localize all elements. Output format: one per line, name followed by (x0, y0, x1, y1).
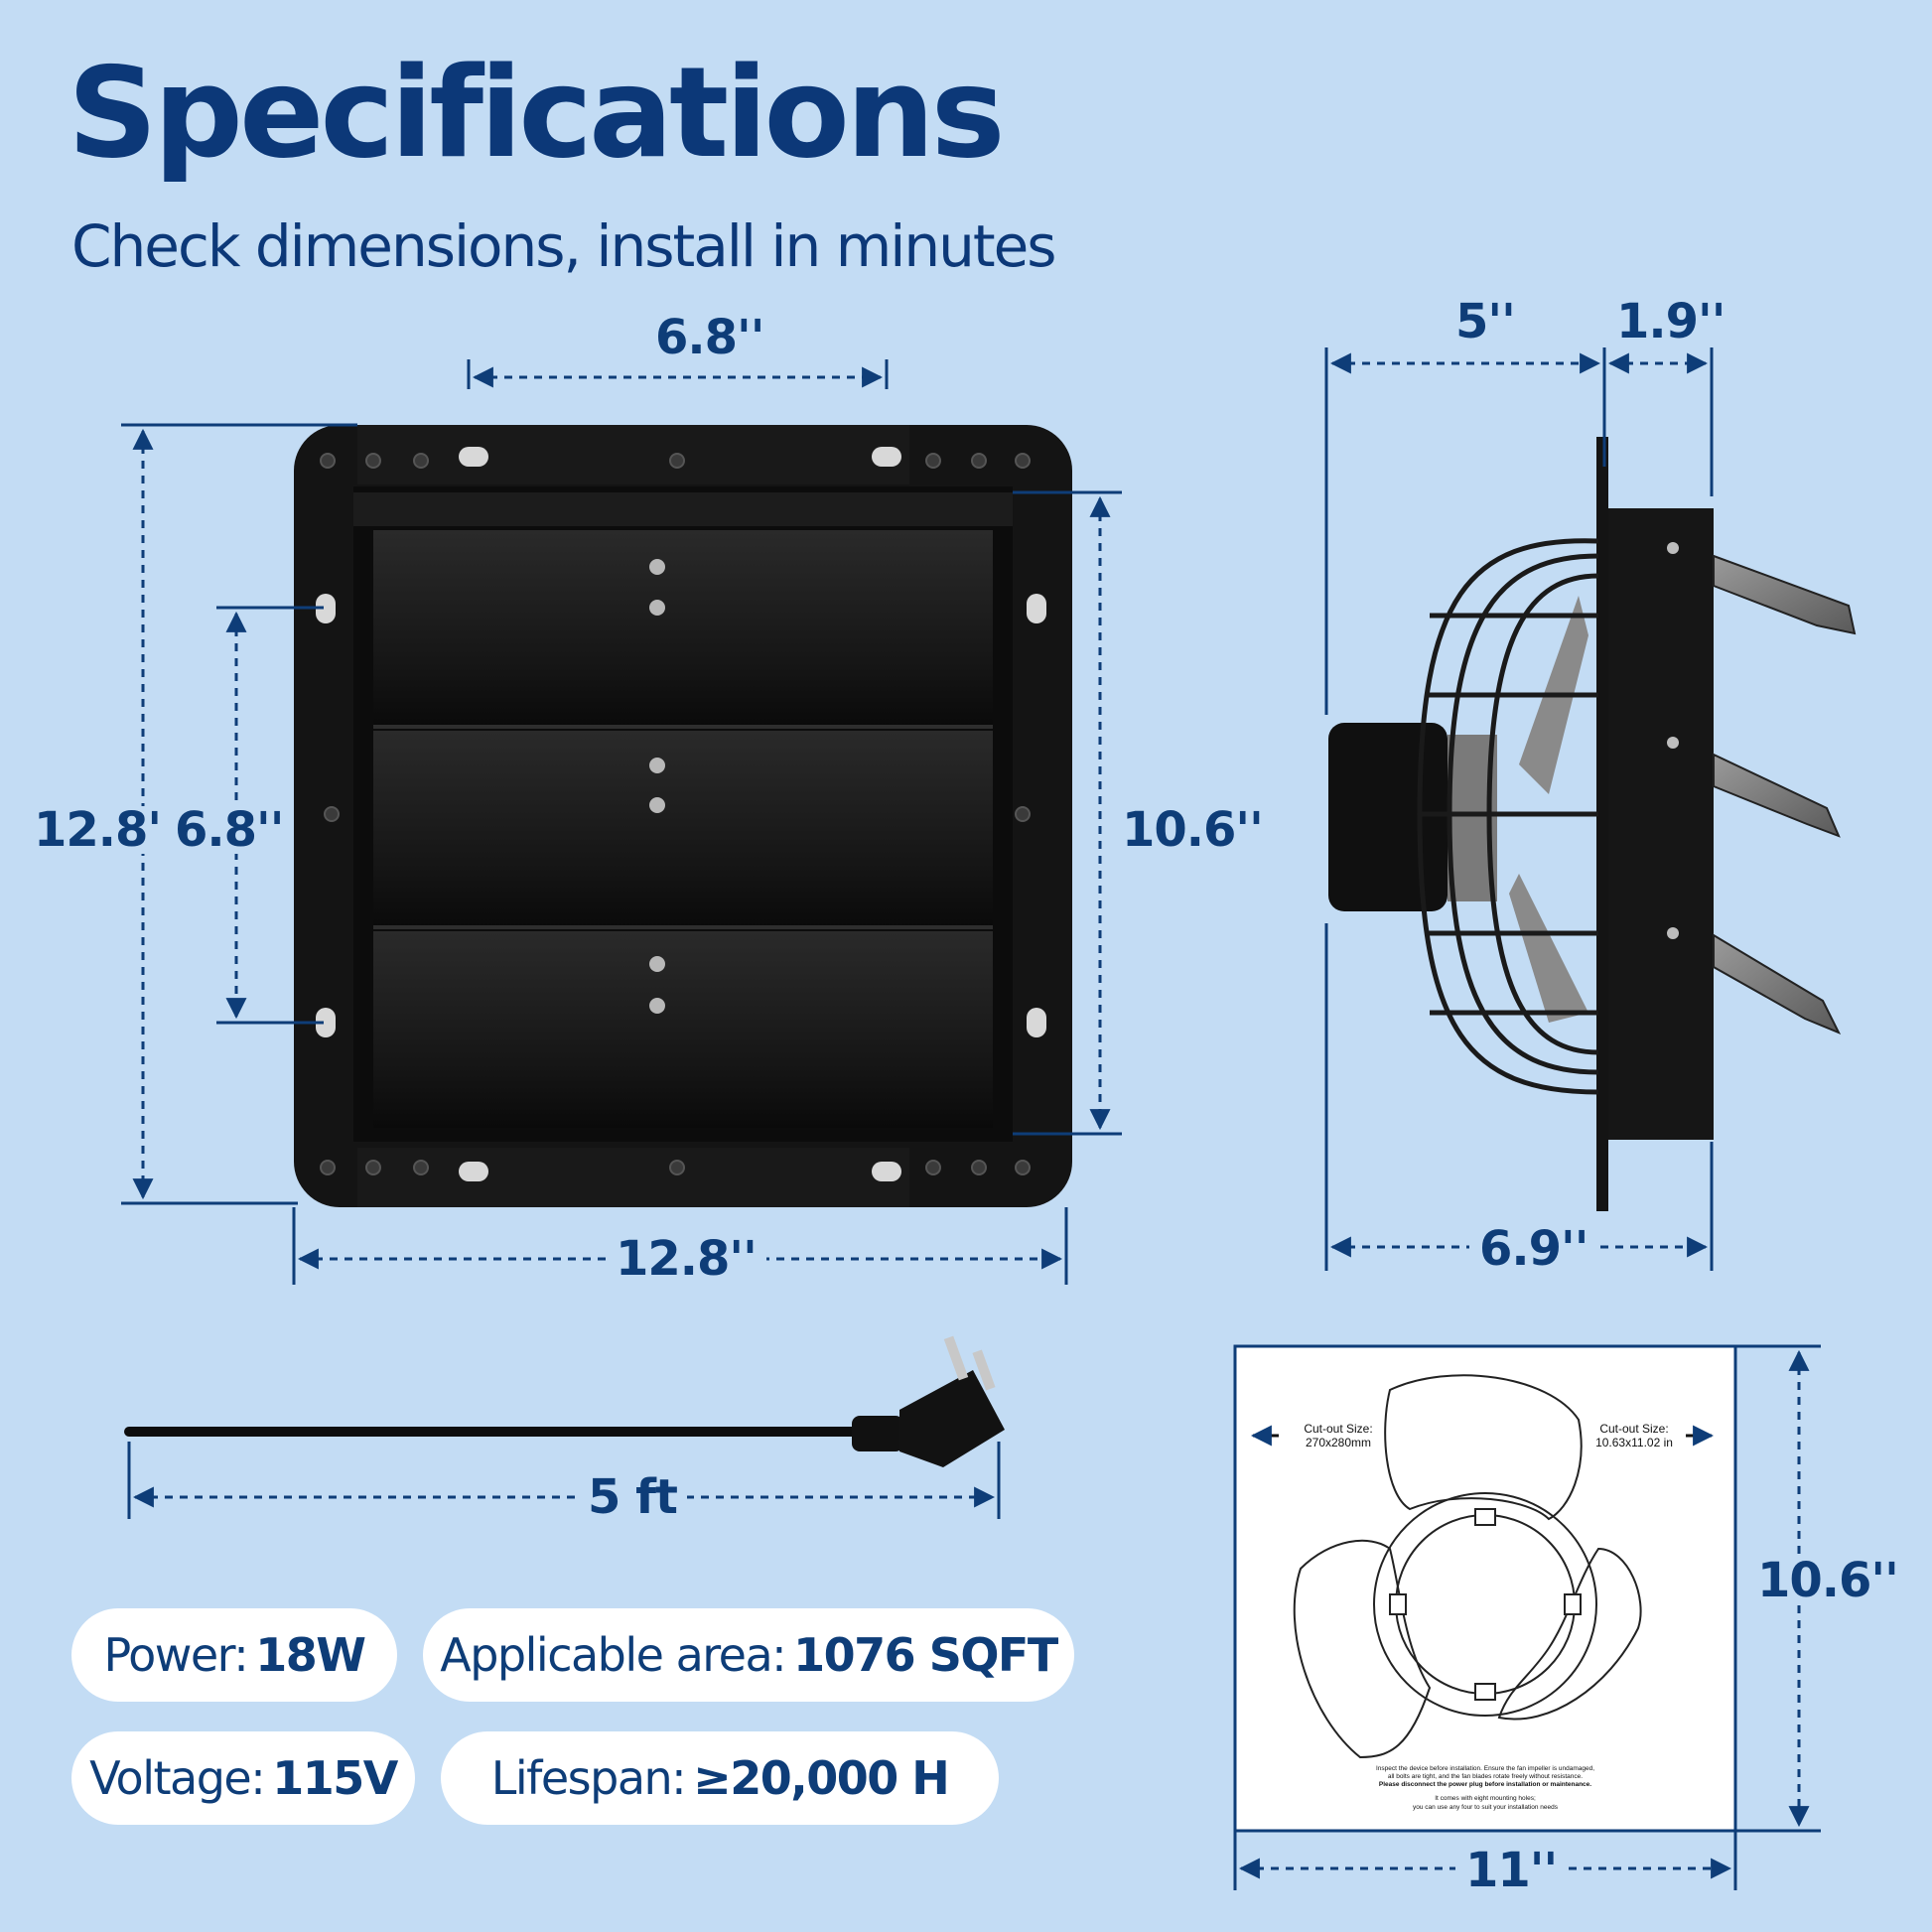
side-depth-back: 1.9'' (1616, 294, 1725, 349)
spec-voltage-value: 115V (272, 1751, 398, 1805)
cutout-template (1233, 1344, 1737, 1833)
template-cutout-right-label: Cut-out Size: (1599, 1422, 1669, 1436)
cord-dimension (127, 1442, 1001, 1519)
template-note-line: Please disconnect the power plug before … (1378, 1781, 1592, 1789)
spec-lifespan-label: Lifespan: (490, 1751, 687, 1805)
template-install-note: Inspect the device before installation. … (1261, 1765, 1710, 1812)
front-hole-spacing-side: 6.8'' (165, 806, 294, 854)
template-cutout-right: Cut-out Size: 10.63x11.02 in (1585, 1422, 1684, 1449)
template-note-line: It comes with eight mounting holes; (1435, 1795, 1536, 1803)
spec-power-pill: Power:18W (71, 1608, 397, 1702)
front-overall-width: 12.8'' (606, 1235, 766, 1283)
front-hole-spacing-top: 6.8'' (655, 310, 764, 365)
template-note-line: Inspect the device before installation. … (1375, 1765, 1595, 1772)
template-cutout-left-label: Cut-out Size: (1304, 1422, 1373, 1436)
spec-voltage-label: Voltage: (89, 1751, 266, 1805)
side-depth-front: 5'' (1455, 294, 1516, 349)
template-width: 11'' (1455, 1847, 1568, 1894)
template-note-line: all bolts are tight, and the fan blades … (1387, 1773, 1584, 1781)
page-title: Specifications (68, 40, 1006, 186)
cord-length: 5 ft (578, 1473, 687, 1521)
side-view-fan (1328, 437, 1857, 1211)
front-view-fan (294, 425, 1072, 1207)
front-shutter-height: 10.6'' (1112, 806, 1273, 854)
spec-area-label: Applicable area: (440, 1628, 786, 1682)
template-dimensions (1233, 1344, 1821, 1890)
spec-area-value: 1076 SQFT (793, 1628, 1058, 1682)
template-cutout-left: Cut-out Size: 270x280mm (1291, 1422, 1386, 1449)
spec-lifespan-pill: Lifespan:≥20,000 H (441, 1731, 999, 1825)
side-total-depth: 6.9'' (1469, 1225, 1598, 1273)
template-cutout-left-value: 270x280mm (1305, 1436, 1372, 1449)
page-subtitle: Check dimensions, install in minutes (71, 212, 1057, 280)
spec-power-value: 18W (255, 1628, 366, 1682)
power-cord (124, 1335, 1005, 1467)
template-cutout-right-value: 10.63x11.02 in (1595, 1436, 1673, 1449)
spec-lifespan-value: ≥20,000 H (693, 1751, 950, 1805)
front-overall-height: 12.8'' (24, 806, 185, 854)
template-note-line: you can use any four to suit your instal… (1413, 1803, 1558, 1811)
spec-voltage-pill: Voltage:115V (71, 1731, 415, 1825)
spec-area-pill: Applicable area:1076 SQFT (423, 1608, 1074, 1702)
template-height: 10.6'' (1753, 1557, 1902, 1604)
spec-power-label: Power: (103, 1628, 248, 1682)
